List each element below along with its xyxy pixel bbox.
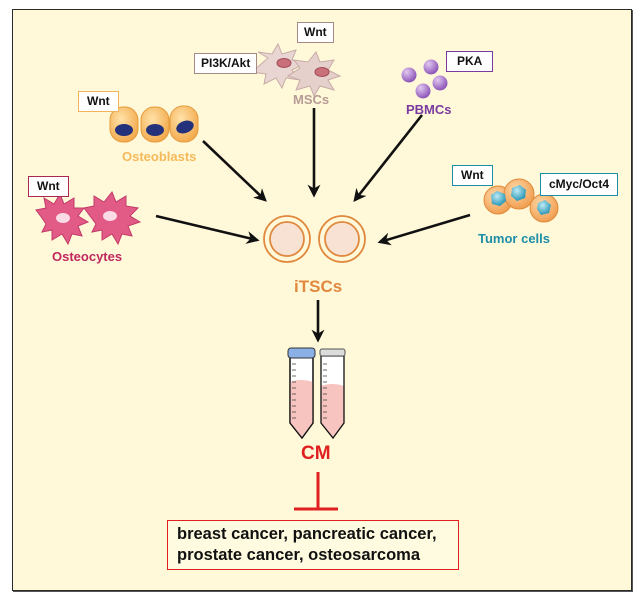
arrow-tumor xyxy=(377,213,471,246)
pathway-box-tumor-wnt: Wnt xyxy=(452,165,493,186)
target-cancers-box: breast cancer, pancreatic cancer, prosta… xyxy=(167,520,459,570)
osteoblast-cells-icon xyxy=(109,105,199,143)
pathway-box-osteoblast-wnt: Wnt xyxy=(78,91,119,112)
arrows xyxy=(155,108,471,343)
osteocyte-cells-icon xyxy=(35,191,142,246)
arrow-osteocyte xyxy=(155,214,260,244)
label-pbmc: PBMCs xyxy=(406,102,452,117)
tumor-cells-icon xyxy=(483,178,559,223)
pbmc-cells-icon xyxy=(401,59,448,99)
target-cancers-line-2: prostate cancer, osteosarcoma xyxy=(177,546,421,564)
conditioned-medium-tubes-icon xyxy=(287,347,346,440)
arrow-pbmc xyxy=(353,114,424,203)
pathway-box-tumor-cmyc: cMyc/Oct4 xyxy=(540,173,619,196)
pathway-box-msc-wnt: Wnt xyxy=(297,22,334,43)
msc-cells-icon xyxy=(250,42,342,98)
inhibition-symbol xyxy=(294,472,338,511)
label-tumor: Tumor cells xyxy=(478,231,551,246)
label-osteocyte: Osteocytes xyxy=(52,249,123,264)
label-itsc: iTSCs xyxy=(294,277,343,296)
itsc-cells-icon xyxy=(263,215,366,263)
target-cancers-line-1: breast cancer, pancreatic cancer, xyxy=(177,525,437,543)
label-msc: MSCs xyxy=(293,92,330,107)
pathway-box-osteocyte-wnt: Wnt xyxy=(28,176,69,197)
pathway-box-pbmc-pka: PKA xyxy=(446,51,494,72)
label-osteoblast: Osteoblasts xyxy=(122,149,197,164)
arrow-osteoblast xyxy=(202,140,267,202)
label-cm: CM xyxy=(301,443,331,464)
pathway-box-msc-pi3k: PI3K/Akt xyxy=(194,53,258,74)
